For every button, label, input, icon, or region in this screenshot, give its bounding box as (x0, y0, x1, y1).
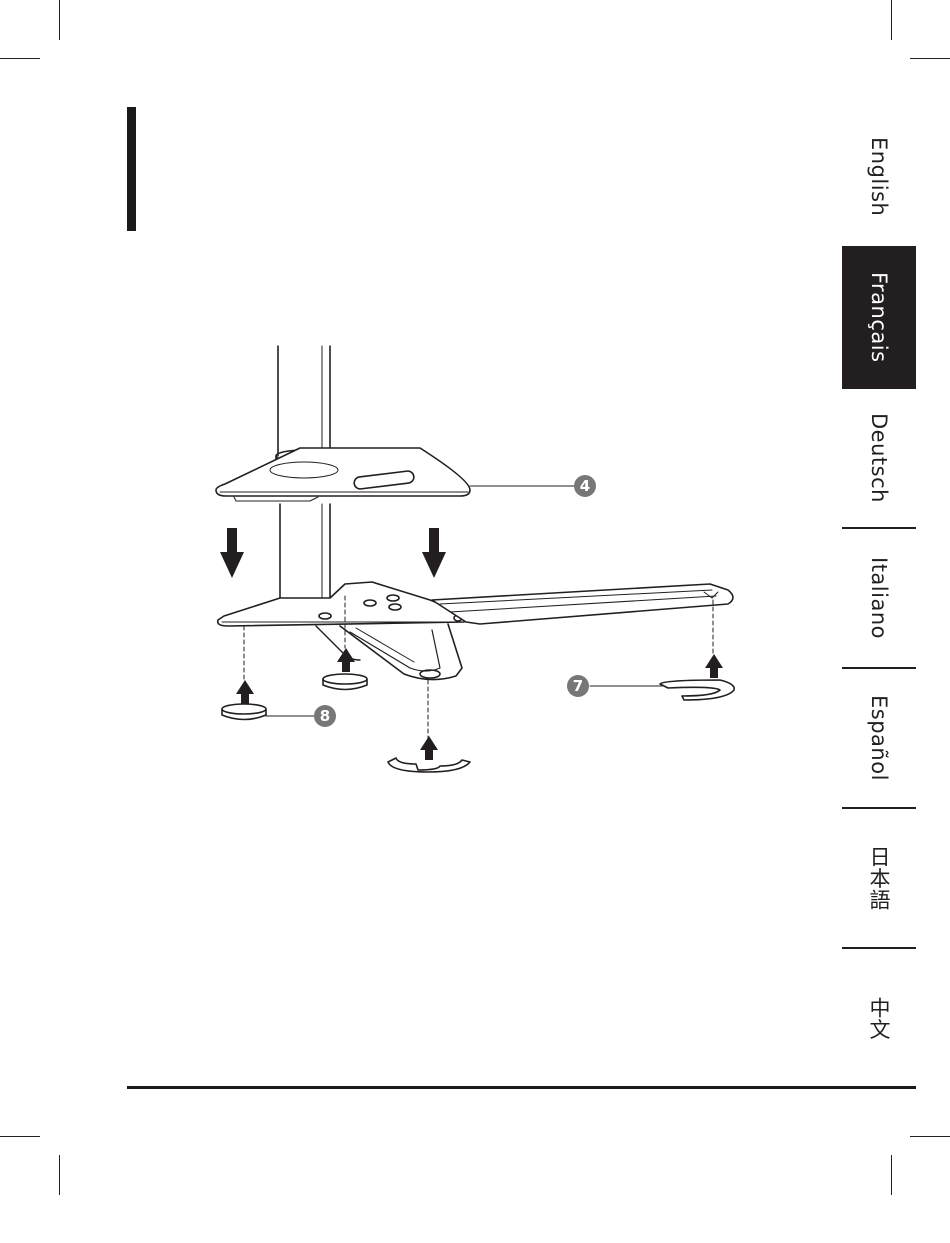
lang-tab-japanese[interactable]: 日本語 (842, 809, 916, 947)
callout-4-label: 4 (580, 477, 590, 495)
u-washer (660, 680, 734, 700)
callout-7-label: 7 (573, 677, 583, 695)
footer-rule (127, 1086, 916, 1089)
lang-tab-chinese[interactable]: 中文 (842, 949, 916, 1087)
top-plate (216, 448, 470, 501)
crop-mark (59, 1155, 60, 1195)
lang-label: 日本語 (864, 846, 894, 911)
lang-label: Français (867, 272, 891, 363)
callout-4: 4 (574, 475, 596, 497)
crop-mark (59, 0, 60, 40)
crop-mark (910, 58, 950, 59)
up-arrow (420, 736, 438, 760)
curved-washer (388, 758, 470, 772)
base-bracket (340, 624, 462, 680)
lang-label: Deutsch (867, 413, 891, 503)
callout-8-label: 8 (320, 707, 330, 725)
base-arm (432, 584, 733, 624)
section-marker-bar (127, 107, 136, 231)
lang-tab-francais[interactable]: Français (842, 246, 916, 389)
lang-label: Español (867, 695, 891, 781)
lang-label: Italiano (867, 557, 891, 639)
round-pad-center (323, 674, 367, 690)
down-arrow-left (220, 528, 244, 578)
callout-7: 7 (567, 675, 589, 697)
down-arrow-right (422, 528, 446, 578)
crop-mark (891, 1155, 892, 1195)
lang-tab-italiano[interactable]: Italiano (842, 529, 916, 667)
up-arrow (236, 680, 254, 704)
lang-label: 中文 (864, 997, 894, 1040)
crop-mark (891, 0, 892, 40)
assembly-illustration: 4 7 8 (200, 330, 760, 790)
crop-mark (0, 58, 40, 59)
callout-8: 8 (314, 705, 336, 727)
crop-mark (0, 1136, 40, 1137)
lang-tab-english[interactable]: English (842, 108, 916, 246)
crop-mark (910, 1136, 950, 1137)
up-arrow (337, 648, 355, 672)
lang-tab-deutsch[interactable]: Deutsch (842, 389, 916, 527)
round-pad-left (222, 704, 266, 720)
lang-label: English (867, 137, 891, 216)
up-arrow (705, 654, 723, 678)
lang-tab-espanol[interactable]: Español (842, 669, 916, 807)
